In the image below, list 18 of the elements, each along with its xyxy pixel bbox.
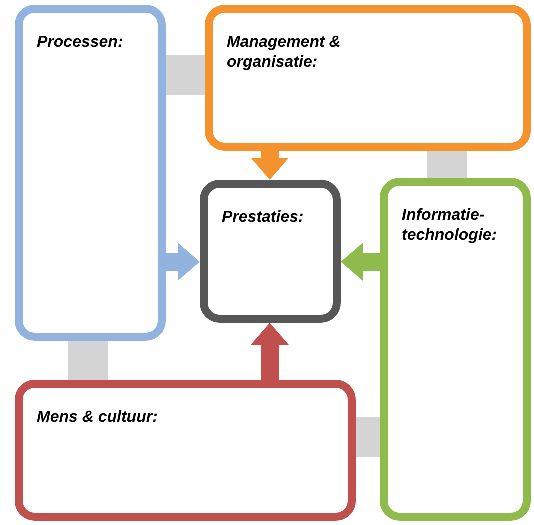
rounded-box bbox=[15, 380, 356, 521]
rounded-box bbox=[380, 178, 531, 521]
block-arrow bbox=[166, 243, 200, 281]
box-heading: Management & organisatie: bbox=[227, 33, 342, 73]
connector-bar bbox=[68, 341, 108, 380]
block-arrow bbox=[251, 323, 289, 380]
box-heading: Mens & cultuur: bbox=[37, 408, 159, 428]
box-heading: Informatie-technologie: bbox=[402, 206, 498, 246]
box-heading: Processen: bbox=[37, 33, 124, 53]
rounded-box bbox=[205, 5, 531, 151]
rounded-box bbox=[200, 180, 341, 323]
box-heading: Prestaties: bbox=[222, 208, 305, 228]
block-arrow bbox=[251, 151, 289, 180]
block-arrow bbox=[341, 243, 380, 281]
connector-bar bbox=[166, 55, 205, 95]
connector-bar bbox=[356, 417, 380, 457]
rounded-box bbox=[15, 5, 166, 341]
connector-bar bbox=[427, 151, 467, 178]
